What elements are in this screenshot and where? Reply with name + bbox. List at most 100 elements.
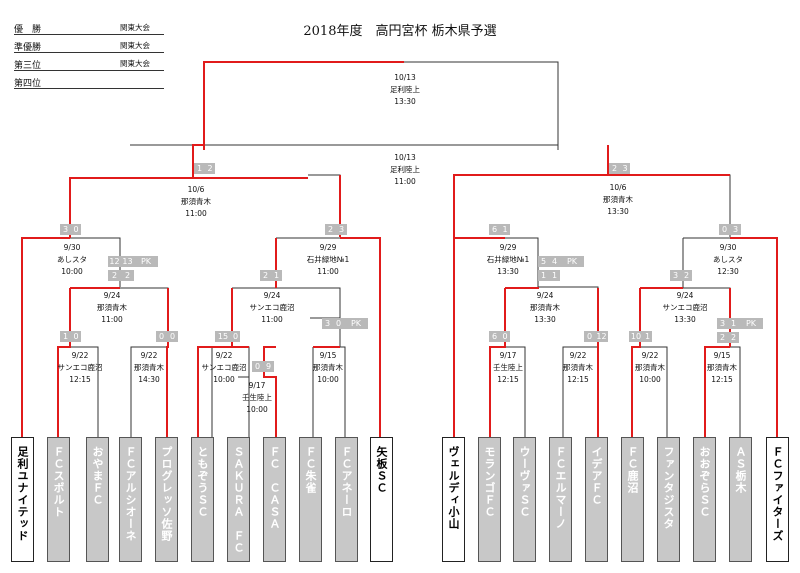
match-date: 9/24 <box>103 291 121 300</box>
match-time: 12:15 <box>711 375 733 384</box>
team-box-19: おおぞらＳＣ <box>693 437 716 562</box>
score-box: 2 <box>205 163 215 174</box>
score-box: 1 <box>271 270 282 281</box>
team-box-8: ＦＣ ＣＡＳＡ <box>263 437 286 562</box>
bracket-line-winner <box>57 288 71 437</box>
score-box: 3 <box>670 270 681 281</box>
score-box: 2 <box>681 270 692 281</box>
match-date: 10/6 <box>187 185 205 194</box>
match-time: 13:30 <box>534 315 556 324</box>
team-box-12: ヴェルディ小山 <box>442 437 465 562</box>
match-date: 9/30 <box>719 243 737 252</box>
match-info-semi-right: 10/6 那須青木 13:30 <box>598 182 638 218</box>
team-box-11: 矢板ＳＣ <box>370 437 393 562</box>
score-box: 0 <box>71 331 81 342</box>
score-box: 3 <box>620 163 630 174</box>
match-info-r1-7: 9/22 那須青木 12:15 <box>558 350 598 386</box>
bracket-line <box>730 346 741 437</box>
match-date: 9/30 <box>63 243 81 252</box>
match-time: 12:15 <box>567 375 589 384</box>
score-box: 2 <box>717 332 728 343</box>
match-venue: あしスタ <box>713 255 743 264</box>
score-box: 2 <box>121 270 134 281</box>
match-info-qf-4: 9/30 あしスタ 12:30 <box>708 242 748 278</box>
match-venue: 那須青木 <box>563 363 593 372</box>
match-info-qf-1: 9/30 あしスタ 10:00 <box>52 242 92 278</box>
bracket-line-winner <box>730 237 778 437</box>
match-venue: 那須青木 <box>707 363 737 372</box>
match-time: 10:00 <box>246 405 268 414</box>
team-box-3: おやまＦＣ <box>86 437 109 562</box>
match-time: 10:00 <box>317 375 339 384</box>
score-box: 2 <box>260 270 271 281</box>
team-box-7: ＳＡＫＵＲＡ ＦＣ <box>227 437 250 562</box>
bracket-line-winner <box>631 288 641 437</box>
match-time: 10:00 <box>61 267 83 276</box>
team-box-13: モランゴＦＣ <box>478 437 501 562</box>
match-date: 9/22 <box>140 351 158 360</box>
score-box: 0 <box>167 331 178 342</box>
score-box: 1 <box>194 163 205 174</box>
match-info-semi-left: 10/6 那須青木 11:00 <box>176 184 216 220</box>
match-time: 11:00 <box>101 315 123 324</box>
team-box-17: ＦＣ鹿沼 <box>621 437 644 562</box>
match-date: 10/6 <box>609 183 627 192</box>
bracket-line-winner <box>263 346 277 437</box>
score-box: 15 <box>215 331 231 342</box>
bracket-line-winner <box>166 288 169 437</box>
match-info-r1-1: 9/22 サンエコ鹿沼 12:15 <box>52 350 108 386</box>
match-info-r1-6: 9/17 壬生陸上 12:15 <box>488 350 528 386</box>
match-venue: サンエコ鹿沼 <box>249 303 295 312</box>
match-time: 10:00 <box>639 375 661 384</box>
team-box-2: ＦＣスポルト <box>47 437 70 562</box>
match-venue: 石井緑地№1 <box>306 255 350 264</box>
match-date: 9/15 <box>319 351 337 360</box>
score-box: 1 <box>538 270 549 281</box>
bracket-line-winner <box>197 288 233 437</box>
match-venue: サンエコ鹿沼 <box>201 363 247 372</box>
match-date: 9/22 <box>641 351 659 360</box>
bracket-line-winner <box>505 287 539 289</box>
match-info-r2-1: 9/24 那須青木 11:00 <box>92 290 132 326</box>
match-time: 13:30 <box>607 207 629 216</box>
match-info-r1-9: 9/15 那須青木 12:15 <box>702 350 742 386</box>
score-box: 2 <box>108 270 121 281</box>
match-venue: 足利陸上 <box>390 85 420 94</box>
score-box: 12 <box>108 256 121 267</box>
result-label: 準優勝 <box>14 43 42 53</box>
pk-label: PK <box>739 318 763 329</box>
team-box-5: プログレッソ佐野 <box>155 437 178 562</box>
match-info-r1-3: 9/22 サンエコ鹿沼 10:00 <box>196 350 252 386</box>
bracket-line <box>238 376 250 437</box>
score-box: 0 <box>584 331 595 342</box>
match-info-r2-4: 9/24 サンエコ鹿沼 13:30 <box>657 290 713 326</box>
match-venue: 足利陸上 <box>390 165 420 174</box>
result-underline <box>14 88 164 89</box>
team-box-1: 足利ユナイテッド <box>11 437 34 562</box>
bracket-line <box>339 318 346 437</box>
score-box: 6 <box>489 224 500 235</box>
score-box: 6 <box>489 331 500 342</box>
match-info-r1-2: 9/22 那須青木 14:30 <box>129 350 169 386</box>
score-box: 3 <box>322 318 333 329</box>
team-box-21: ＦＣファイターズ <box>766 437 789 562</box>
match-time: 12:15 <box>497 375 519 384</box>
match-info-final: 10/13 足利陸上 13:30 <box>385 72 425 108</box>
match-date: 9/24 <box>676 291 694 300</box>
team-box-10: ＦＣアネーロ <box>335 437 358 562</box>
bracket-line-winner <box>21 237 70 437</box>
match-time: 11:00 <box>261 315 283 324</box>
score-box: 1 <box>500 224 510 235</box>
score-box: 0 <box>500 331 510 342</box>
match-venue: 石井緑地№1 <box>486 255 530 264</box>
result-value: 関東大会 <box>120 41 150 50</box>
match-date: 9/29 <box>499 243 517 252</box>
team-box-9: ＦＣ朱雀 <box>299 437 322 562</box>
match-date: 9/15 <box>713 351 731 360</box>
match-time: 12:30 <box>717 267 739 276</box>
bracket-line-winner <box>340 237 381 437</box>
team-box-4: ＦＣアルシオーネ <box>119 437 142 562</box>
match-time: 13:30 <box>497 267 519 276</box>
score-box: 0 <box>71 224 81 235</box>
